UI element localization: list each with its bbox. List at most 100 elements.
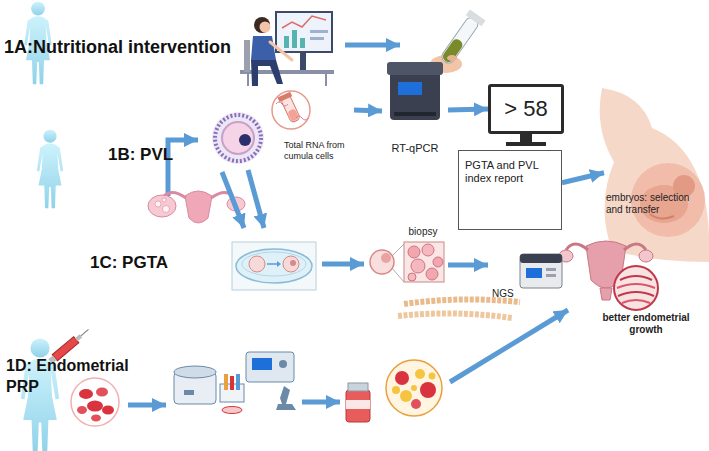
platelet-view <box>386 360 442 416</box>
platelet-view <box>415 369 425 379</box>
test-tube-hand <box>447 55 457 61</box>
petri-dish <box>236 249 312 283</box>
doctor-illustration <box>244 40 250 72</box>
oocyte <box>212 112 264 164</box>
biopsy-cells <box>408 273 416 281</box>
petri-dish <box>249 256 265 272</box>
uterus-illustration <box>600 288 612 300</box>
sequence-trace <box>404 299 520 304</box>
test-tube-hand <box>466 10 486 27</box>
blood-cells <box>91 415 101 422</box>
flow-arrow <box>302 400 340 405</box>
sequencer-machine <box>546 268 556 271</box>
ovary-illustration <box>162 198 166 202</box>
test-tube-hand <box>441 37 464 64</box>
prp-vial <box>346 390 370 422</box>
rna-tube <box>277 92 302 124</box>
section-label: 1B: PVL <box>108 144 198 166</box>
sequencer-machine <box>520 254 562 288</box>
sequence-trace <box>398 313 512 318</box>
biopsy-cells <box>408 246 420 258</box>
biopsy-cells <box>422 244 434 256</box>
doctor-illustration <box>310 37 324 40</box>
lab-equipment <box>279 360 287 368</box>
syringe <box>81 329 89 335</box>
uterus-illustration <box>566 244 588 250</box>
node-text: better endometrial growth <box>596 312 696 336</box>
node-text: NGS <box>492 288 564 300</box>
outcome-label: embryos: selection and transfer <box>604 168 698 216</box>
doctor-illustration <box>240 12 334 86</box>
sequencer-label: NGS <box>488 250 564 300</box>
flow-arrow <box>128 405 166 406</box>
uterus-illustration <box>624 244 646 250</box>
flow-arrow <box>345 43 400 48</box>
test-tube-hand <box>440 15 480 65</box>
blood-cells <box>96 388 108 397</box>
flow-arrow <box>345 45 400 46</box>
uterus-illustration <box>614 266 658 310</box>
node-text: Total RNA from cumula cells <box>284 140 354 162</box>
doctor-illustration <box>284 36 289 48</box>
blood-cells <box>71 378 119 426</box>
sequencer-machine <box>526 268 542 278</box>
platelet-view <box>392 386 400 394</box>
blood-cells <box>77 406 87 414</box>
blastocyst <box>392 244 404 256</box>
rna-tube <box>277 92 292 102</box>
node-text: RT-qPCR <box>382 142 448 155</box>
node-text: embryos: selection and transfer <box>606 192 698 216</box>
rna-tube <box>272 91 310 129</box>
rna-tube <box>276 102 288 106</box>
ovary-illustration <box>163 206 170 213</box>
test-tube-hand <box>437 10 485 68</box>
prp-vial <box>348 383 368 391</box>
platelet-view <box>411 399 421 409</box>
sequence-trace <box>398 299 520 318</box>
lab-equipment <box>174 366 216 378</box>
sequencer-machine <box>546 274 556 277</box>
petri-dish <box>277 261 281 267</box>
rna-tube <box>287 108 299 121</box>
lab-equipment <box>246 352 294 382</box>
node-text: > 58 <box>491 96 561 122</box>
petri-dish <box>232 242 316 290</box>
prp-vial <box>346 383 370 422</box>
flow-arrow <box>322 264 364 265</box>
outcome-label: better endometrial growth <box>596 312 696 346</box>
sample-tube-label: Total RNA from cumula cells <box>270 90 354 164</box>
blastocyst <box>370 244 404 282</box>
flow-arrow <box>450 310 568 382</box>
pcr-machine <box>387 62 443 75</box>
lab-equipment <box>230 376 234 390</box>
petri-dish <box>290 260 296 266</box>
prp-vial <box>346 400 370 409</box>
platelet-view <box>411 385 417 391</box>
biopsy-view: biopsy <box>398 226 448 286</box>
section-label: 1C: PGTA <box>90 252 200 274</box>
flow-arrow <box>222 172 244 228</box>
flow-arrow <box>448 107 488 113</box>
uterus-illustration <box>620 276 652 280</box>
pcr-machine <box>387 62 443 120</box>
lab-equipment <box>184 390 194 395</box>
doctor-illustration <box>260 22 271 33</box>
rna-tube <box>296 116 308 120</box>
flow-arrow <box>448 263 488 268</box>
flow-arrow <box>354 107 382 113</box>
report-box: PGTA and PVL index report <box>458 150 562 230</box>
node-text: biopsy <box>398 226 448 238</box>
pcr-machine <box>394 112 436 116</box>
uterus-illustration <box>617 284 655 288</box>
doctor-illustration <box>251 36 276 60</box>
monitor-screen: > 58 <box>488 84 564 134</box>
doctor-illustration <box>325 74 327 86</box>
blastocyst <box>381 253 391 263</box>
sequencer-machine <box>520 254 562 288</box>
oocyte <box>212 112 264 164</box>
lab-equipment <box>276 386 296 410</box>
flow-arrow <box>302 402 340 403</box>
monitor-stand <box>520 134 532 143</box>
oocyte <box>222 122 254 154</box>
flow-arrow <box>562 173 604 183</box>
